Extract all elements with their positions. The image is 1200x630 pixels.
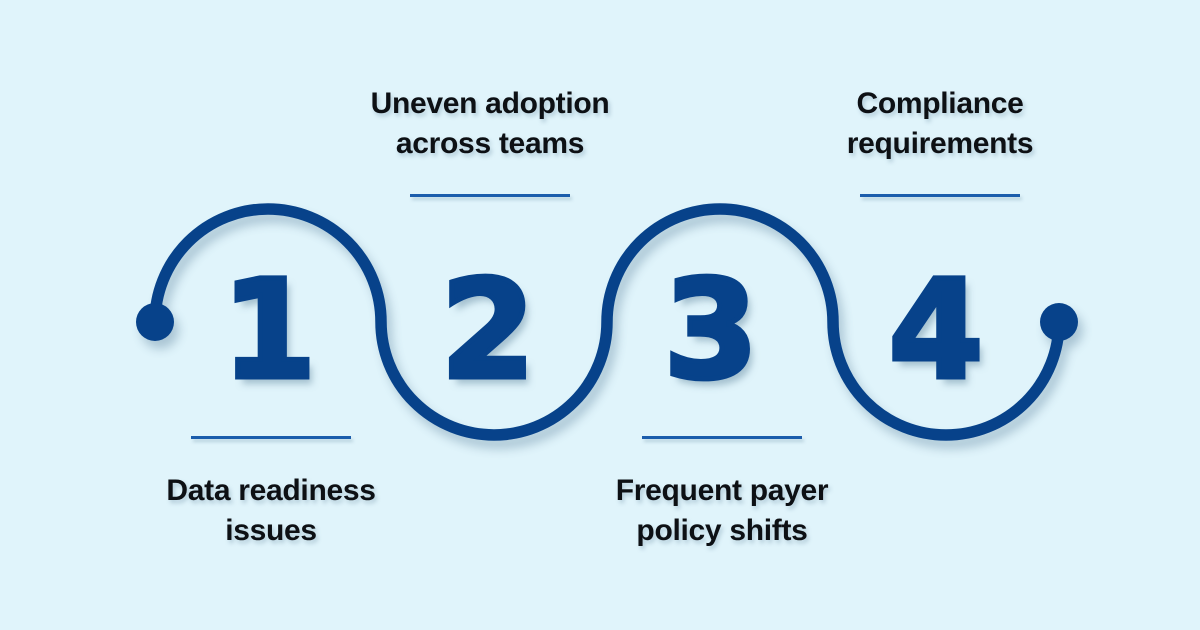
step-label-data-readiness: Data readiness issues [106, 430, 436, 551]
step-label-text: Compliance requirements [846, 84, 1034, 164]
label-divider [642, 436, 802, 439]
label-divider [191, 436, 351, 439]
step-label-compliance: Compliance requirements [775, 84, 1105, 197]
wave-end-dot [1040, 303, 1078, 341]
step-number-1: 1 [219, 252, 319, 410]
label-divider [860, 194, 1020, 197]
step-label-text: Frequent payer policy shifts [616, 471, 829, 551]
label-divider [410, 194, 570, 197]
label-line: issues [225, 514, 317, 547]
label-line: across teams [395, 127, 585, 160]
label-line: requirements [846, 127, 1034, 160]
label-line: policy shifts [636, 514, 808, 547]
label-line: Compliance [856, 87, 1024, 120]
step-label-payer-policy: Frequent payer policy shifts [557, 430, 887, 551]
step-number-3: 3 [661, 252, 761, 410]
step-number-2: 2 [438, 252, 538, 410]
wave-start-dot [136, 303, 174, 341]
label-line: Data readiness [166, 474, 376, 507]
label-line: Frequent payer [615, 474, 829, 507]
wave-path [149, 203, 1065, 441]
step-number-4: 4 [886, 252, 986, 410]
label-line: Uneven adoption [370, 87, 610, 120]
step-label-text: Uneven adoption across teams [371, 84, 610, 164]
step-label-uneven-adoption: Uneven adoption across teams [325, 84, 655, 197]
step-label-text: Data readiness issues [166, 471, 376, 551]
